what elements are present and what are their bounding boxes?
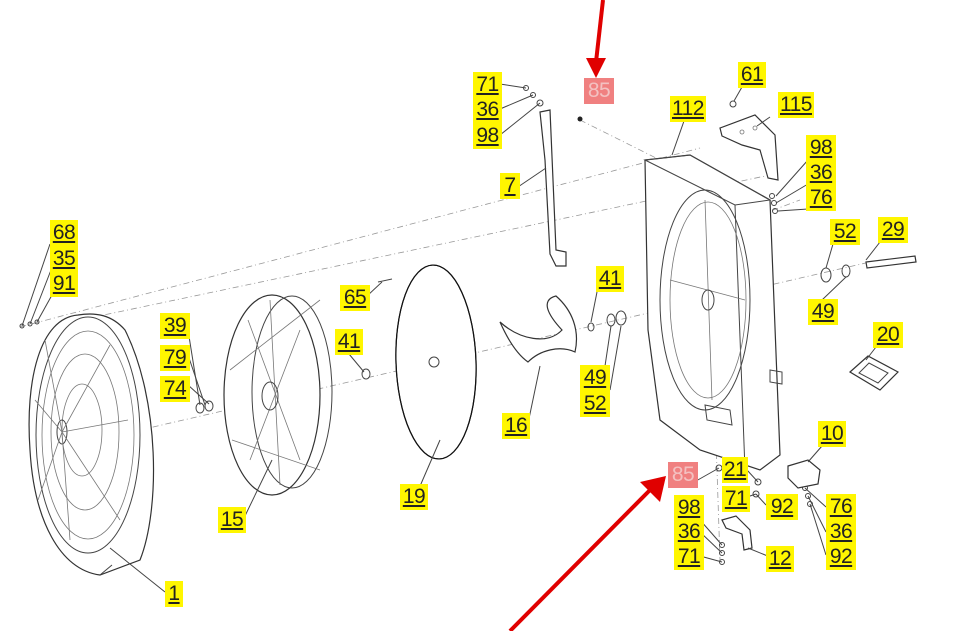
callout-112: 112 (670, 96, 706, 122)
callout-65: 65 (340, 285, 370, 311)
callout-79: 79 (160, 345, 190, 371)
callout-41-left: 41 (335, 329, 363, 355)
callout-52-mid: 52 (580, 391, 610, 417)
callout-61: 61 (738, 62, 766, 88)
callout-35: 35 (50, 246, 78, 272)
part-10-bracket (787, 459, 821, 489)
callout-20: 20 (873, 322, 903, 348)
part-115-bracket (719, 114, 779, 181)
callout-71-bottom: 71 (674, 544, 704, 570)
callout-92-bottom-right: 92 (826, 544, 856, 570)
callout-76-bottom-right: 76 (826, 494, 856, 520)
callout-7: 7 (500, 173, 520, 199)
callout-41-right: 41 (596, 266, 624, 292)
leader-lines (21, 83, 881, 593)
part-29-shaft (865, 255, 917, 269)
callout-98-right: 98 (806, 135, 836, 161)
part-20-gasket (848, 355, 899, 391)
callout-68: 68 (50, 220, 78, 246)
red-arrows (508, 0, 666, 631)
callout-36-top: 36 (473, 97, 502, 123)
part-7-strap (539, 109, 567, 267)
callout-76-right: 76 (806, 185, 836, 211)
callout-49-mid: 49 (580, 365, 610, 391)
part-19-disc (395, 264, 477, 460)
callout-29: 29 (878, 217, 908, 243)
callout-10: 10 (818, 421, 846, 447)
callout-85-bottom-highlighted: 85 (668, 462, 698, 488)
callout-36-right: 36 (806, 160, 836, 186)
callout-52-right: 52 (830, 219, 860, 245)
callout-74: 74 (160, 376, 190, 402)
callout-15: 15 (218, 507, 246, 533)
callout-21: 21 (722, 457, 748, 483)
arrow-bottom (508, 488, 652, 631)
part-16-blade (499, 295, 578, 363)
callout-19: 19 (400, 484, 428, 510)
callout-36-bottom: 36 (674, 519, 704, 545)
callout-71-lower: 71 (722, 486, 750, 512)
callout-71-top: 71 (473, 72, 502, 98)
arrow-top (594, 0, 605, 63)
callout-91: 91 (50, 271, 78, 297)
callout-36-bottom-right: 36 (826, 519, 856, 545)
callout-16: 16 (502, 413, 530, 439)
callout-92-lower: 92 (766, 494, 798, 520)
callout-39: 39 (160, 313, 190, 339)
part-1-fan-guard (28, 313, 155, 576)
callout-85-top-highlighted: 85 (584, 78, 614, 104)
callout-98-bottom: 98 (674, 495, 704, 521)
part-12-strap (721, 515, 753, 551)
part-15-fan (223, 294, 333, 496)
part-112-housing (643, 154, 783, 471)
callout-49-right: 49 (808, 299, 838, 325)
callout-115: 115 (778, 92, 814, 118)
callout-98-top: 98 (473, 123, 502, 149)
callout-12: 12 (766, 546, 794, 572)
callout-1: 1 (165, 581, 183, 607)
